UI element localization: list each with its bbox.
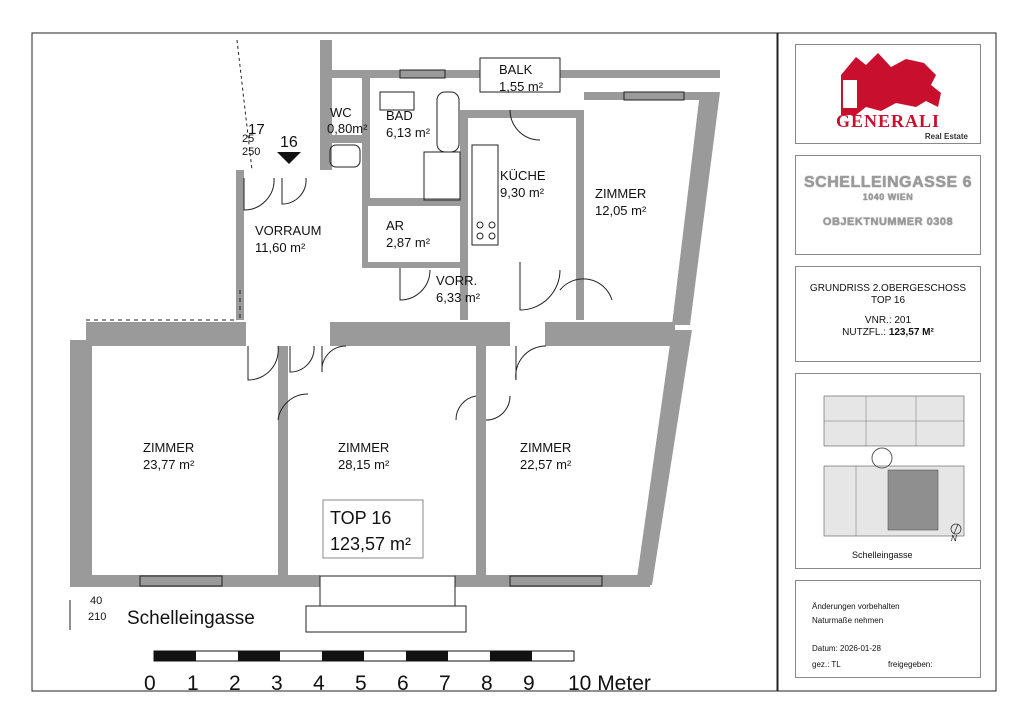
- room-area: 0,80m²: [327, 121, 368, 136]
- room-area: 28,15 m²: [338, 457, 390, 472]
- room-name: WC: [330, 105, 352, 120]
- lion-logo-icon: [841, 53, 941, 115]
- entrance-number: 16: [280, 134, 298, 151]
- room-name: ZIMMER: [520, 440, 571, 455]
- object-number: OBJEKTNUMMER 0308: [822, 216, 954, 228]
- room-area: 12,05 m²: [595, 203, 647, 218]
- room-area: 11,60 m²: [255, 240, 306, 255]
- plan-title: GRUNDRISS 2.OBERGESCHOSS: [809, 283, 967, 294]
- scale-tick: 1: [187, 672, 199, 695]
- scale-tick: 9: [523, 672, 535, 695]
- title-block-frame: [777, 32, 997, 692]
- room-name: BALK: [499, 62, 533, 77]
- key-plan-caption: Schelleingasse: [852, 550, 913, 560]
- entrance-marker: [277, 152, 301, 164]
- scale-tick: 3: [271, 672, 283, 695]
- scale-tick: 7: [439, 672, 451, 695]
- note-approved: freigegeben:: [888, 660, 933, 669]
- fixtures: [329, 91, 499, 246]
- unit-area: 123,57 m²: [330, 534, 411, 554]
- scale-tick: 6: [397, 672, 409, 695]
- room-name: VORRAUM: [255, 223, 321, 238]
- scale-tick: 0: [144, 672, 156, 695]
- street-name: Schelleingasse: [127, 608, 255, 629]
- unit-box: [322, 499, 424, 559]
- room-name: ZIMMER: [595, 186, 646, 201]
- room-area: 1,55 m²: [499, 79, 544, 94]
- nutzfl-value: 123,57 M²: [888, 327, 934, 338]
- room-area: 2,87 m²: [386, 235, 431, 250]
- room-name: ZIMMER: [338, 440, 389, 455]
- logo-box: GENERALI Real Estate: [795, 44, 981, 144]
- room-name: VORR.: [436, 273, 477, 288]
- stair-dim: 25: [242, 133, 254, 145]
- room-name: AR: [386, 218, 404, 233]
- dimension-label: 210: [88, 611, 106, 623]
- walls: [70, 40, 720, 587]
- sheet-frame: [31, 32, 778, 692]
- brand-name: GENERALI: [835, 111, 941, 131]
- plan-nutzfl: NUTZFL.: 123,57 M²: [796, 327, 980, 339]
- key-plan-map: [823, 395, 965, 537]
- doors: [243, 109, 613, 421]
- room-area: 6,33 m²: [436, 290, 481, 305]
- room-area: 22,57 m²: [520, 457, 572, 472]
- room-area: 9,30 m²: [500, 185, 545, 200]
- nutzfl-label: NUTZFL.:: [842, 327, 889, 338]
- plan-unit: TOP 16: [870, 295, 906, 306]
- address-box: SCHELLEINGASSE 6 1040 WIEN OBJEKTNUMMER …: [795, 155, 981, 255]
- stair-dim: 250: [242, 146, 260, 158]
- scale-tick: 4: [313, 672, 325, 695]
- unit-title: TOP 16: [330, 508, 391, 528]
- dimension-label: 40: [90, 595, 102, 607]
- stair-number: 17: [248, 121, 265, 138]
- address-city: 1040 WIEN: [862, 192, 914, 202]
- room-area: 6,13 m²: [386, 125, 431, 140]
- room-area: 23,77 m²: [143, 457, 195, 472]
- north-label: N: [951, 534, 957, 543]
- scale-tick: 2: [229, 672, 241, 695]
- room-name: BAD: [386, 108, 413, 123]
- windows: [139, 69, 685, 633]
- note-drawn-by: gez.: TL: [812, 660, 841, 669]
- room-name: ZIMMER: [143, 440, 194, 455]
- scale-tick: 8: [481, 672, 493, 695]
- note-changes: Änderungen vorbehalten: [812, 602, 900, 611]
- scale-bar: 0 1 2 3 4 5 6 7 8 9 10 Meter: [144, 650, 651, 695]
- room-labels: WC 0,80m² BAD 6,13 m² BALK 1,55 m² KÜCHE…: [143, 62, 647, 472]
- scale-end-label: 10 Meter: [568, 672, 651, 695]
- plan-info-box: GRUNDRISS 2.OBERGESCHOSS TOP 16 VNR.: 20…: [795, 266, 981, 362]
- room-name: KÜCHE: [500, 168, 546, 183]
- brand-subtitle: Real Estate: [924, 132, 968, 141]
- plan-vnr: VNR.: 201: [864, 315, 912, 326]
- note-measure: Naturmaße nehmen: [812, 616, 884, 625]
- note-date: Datum: 2026-01-28: [812, 644, 881, 653]
- key-plan-box: N Schelleingasse: [795, 373, 981, 569]
- notes-box: Änderungen vorbehalten Naturmaße nehmen …: [795, 580, 981, 678]
- address-street: SCHELLEINGASSE 6: [803, 174, 973, 191]
- scale-tick: 5: [355, 672, 367, 695]
